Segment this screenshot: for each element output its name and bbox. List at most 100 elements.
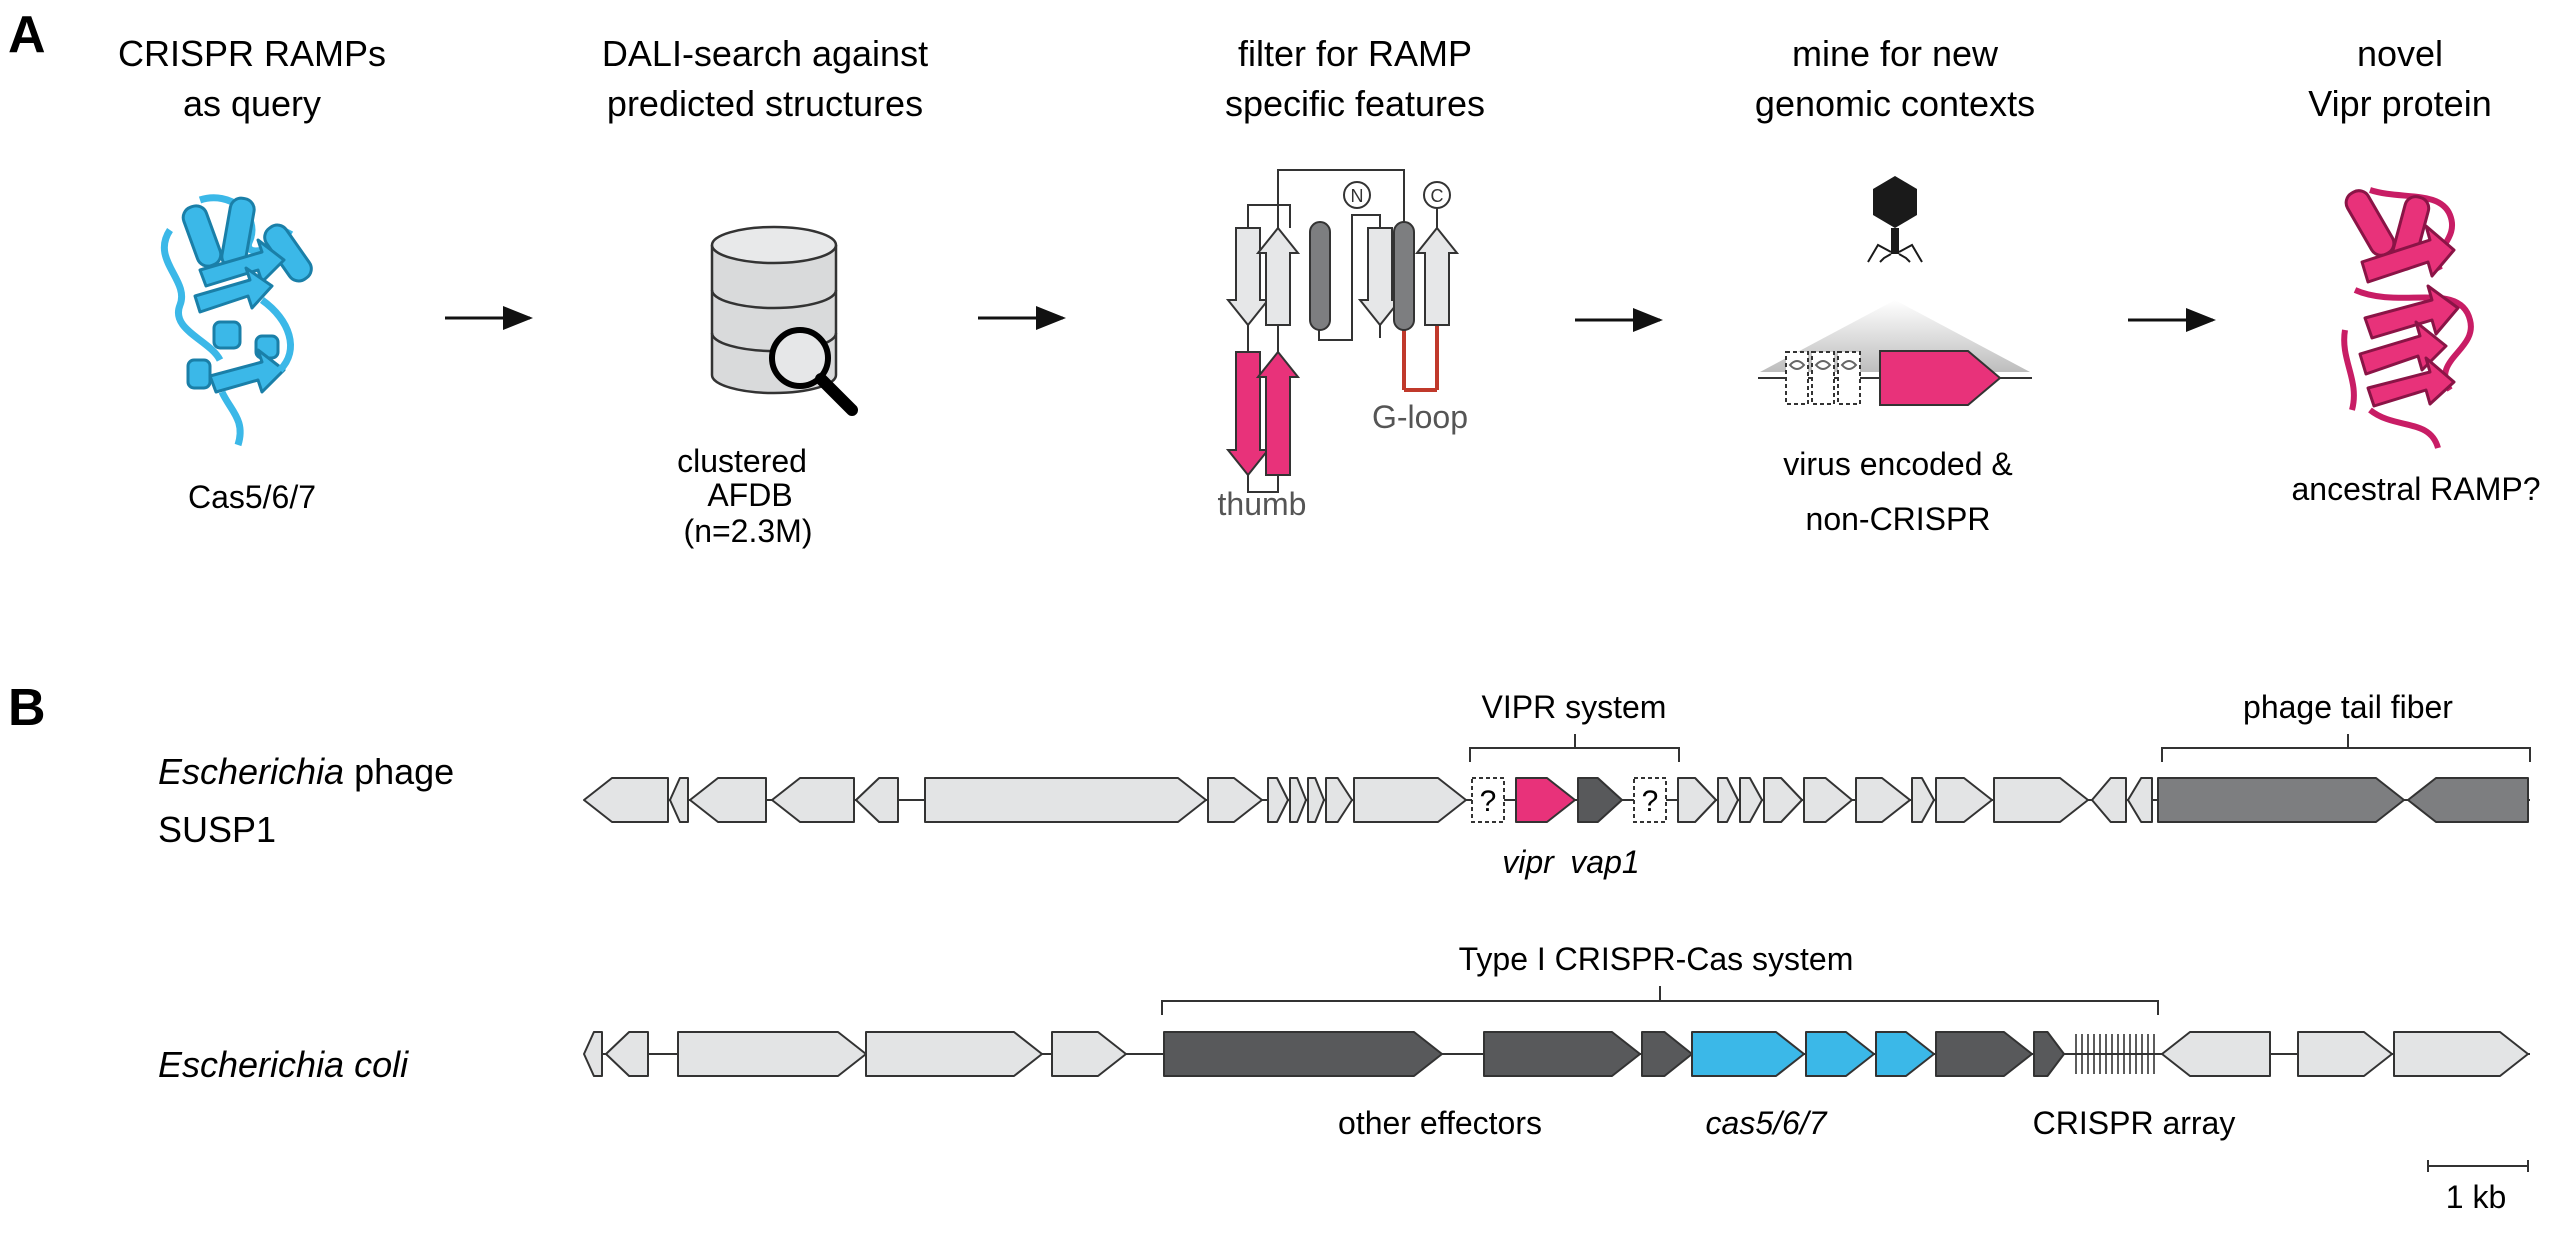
phage-gene-23 [2127, 777, 2153, 823]
strand-down-1 [1225, 227, 1271, 327]
phage-gene-20 [1935, 777, 1993, 823]
cas5-gene [1691, 1031, 1805, 1077]
phage-gene-11 [1325, 777, 1353, 823]
step-4-title-line1: mine for new [1792, 33, 1999, 74]
scale-bar [2427, 1160, 2529, 1172]
phage-unknown-gene-1-mark: ? [1480, 785, 1497, 818]
ecoli-gene-8 [2393, 1031, 2529, 1077]
ecoli-gene-4 [865, 1031, 1043, 1077]
effector-gene-1 [1163, 1031, 1443, 1077]
phage-gene-track: ?? [583, 777, 2529, 823]
other-effectors-label: other effectors [1338, 1105, 1542, 1141]
ecoli-gene-5 [1051, 1031, 1127, 1077]
cas6-gene [1805, 1031, 1875, 1077]
ecoli-gene-6 [2161, 1031, 2271, 1077]
effector-gene-2 [1483, 1031, 1641, 1077]
step-3-title-line1: filter for RAMP [1238, 33, 1472, 74]
step-5-title-line2: Vipr protein [2308, 83, 2491, 124]
phage-gene-14 [1717, 777, 1739, 823]
phage-gene-4 [771, 777, 855, 823]
step-1-caption: Cas5/6/7 [188, 479, 316, 515]
phage-gene-8 [1267, 777, 1289, 823]
step-5-title-line1: novel [2357, 33, 2443, 74]
step-2-dali-search: DALI-search against predicted structures… [602, 33, 928, 549]
dashed-genes [1785, 351, 1861, 405]
effector-gene-5 [2033, 1031, 2065, 1077]
step-2-caption-line2: AFDB [707, 477, 792, 513]
phage-unknown-gene-2-mark: ? [1642, 785, 1659, 818]
step-2-caption-line1: clustered [677, 443, 807, 479]
vipr-gene-label: vipr [1502, 844, 1555, 880]
step-2-title-line1: DALI-search against [602, 33, 928, 74]
step-4-caption-line2: non-CRISPR [1806, 501, 1991, 537]
ecoli-organism-label: Escherichia coli [158, 1044, 409, 1085]
step-2-caption-line3: (n=2.3M) [684, 513, 813, 549]
crispr-array-label: CRISPR array [2033, 1105, 2236, 1141]
n-terminus-marker [1343, 181, 1371, 209]
ecoli-gene-3 [677, 1031, 867, 1077]
tail-fiber-gene-1 [2157, 777, 2405, 823]
phage-gene-12 [1353, 777, 1467, 823]
phage-gene-18 [1855, 777, 1911, 823]
helix-2 [1393, 221, 1415, 331]
cas7-gene [1875, 1031, 1935, 1077]
vipr-gene [1515, 777, 1576, 823]
phage-gene-7 [1207, 777, 1263, 823]
vipr-system-label: VIPR system [1482, 689, 1667, 725]
phage-gene-3 [689, 777, 767, 823]
phage-gene-22 [2091, 777, 2127, 823]
vipr-protein-structure-icon [2341, 187, 2474, 450]
step-3-title-line2: specific features [1225, 83, 1485, 124]
thumb-strand-down [1225, 351, 1271, 477]
cas567-label: cas5/6/7 [1706, 1105, 1828, 1141]
phage-gene-17 [1803, 777, 1853, 823]
phage-gene-21 [1993, 777, 2089, 823]
step-4-caption-line1: virus encoded & [1783, 446, 2012, 482]
ecoli-gene-1 [583, 1031, 603, 1077]
phage-gene-9 [1289, 777, 1307, 823]
strand-up-2 [1414, 226, 1460, 326]
step-2-title-line2: predicted structures [607, 83, 923, 124]
step-5-caption: ancestral RAMP? [2292, 471, 2541, 507]
step-5-vipr-protein: novel Vipr protein ancestral RAMP? [2292, 33, 2541, 507]
phage-gene-5 [855, 777, 899, 823]
effector-gene-4 [1935, 1031, 2033, 1077]
strand-up-1 [1255, 226, 1301, 326]
phage-gene-2 [669, 777, 689, 823]
phage-gene-13 [1677, 777, 1717, 823]
step-1-query: CRISPR RAMPs as query Cas5/6/7 [118, 33, 386, 515]
phage-gene-15 [1739, 777, 1763, 823]
topology-diagram: N C [1225, 169, 1460, 493]
thumb-strand-up [1255, 350, 1301, 476]
phage-tail-fiber-label: phage tail fiber [2243, 689, 2453, 725]
step-1-title-line1: CRISPR RAMPs [118, 33, 386, 74]
phage-icon [1867, 176, 1923, 263]
phage-unknown-gene-2 [1633, 777, 1667, 823]
phage-gene-19 [1911, 777, 1935, 823]
gloop-label: G-loop [1372, 399, 1468, 435]
vipr-system-bracket [1469, 734, 1680, 762]
phage-organism-word: phage [344, 751, 454, 792]
crispr-cas-bracket [1161, 986, 2159, 1015]
panel-a-letter: A [8, 6, 46, 64]
phage-tail-fiber-bracket [2161, 734, 2531, 762]
step-1-title-line2: as query [183, 83, 321, 124]
vipr-gene-icon [1879, 350, 2002, 406]
strand-down-2 [1357, 227, 1403, 327]
phage-unknown-gene-1 [1471, 777, 1505, 823]
phage-organism-strain: SUSP1 [158, 809, 276, 850]
panel-b-letter: B [8, 679, 46, 737]
magnifier-icon [769, 327, 858, 416]
phage-gene-10 [1307, 777, 1325, 823]
helix-1 [1309, 221, 1331, 331]
phage-organism-genus: Escherichia [158, 751, 344, 792]
vap1-gene-label: vap1 [1570, 844, 1639, 880]
phage-organism-label: Escherichia phage [158, 751, 454, 792]
tail-fiber-gene-2 [2407, 777, 2529, 823]
phage-gene-6 [924, 777, 1207, 823]
step-4-title-line2: genomic contexts [1755, 83, 2035, 124]
effector-gene-3 [1641, 1031, 1693, 1077]
c-terminus-label: C [1431, 186, 1444, 206]
step-3-ramp-filter: filter for RAMP specific features [1218, 33, 1486, 522]
